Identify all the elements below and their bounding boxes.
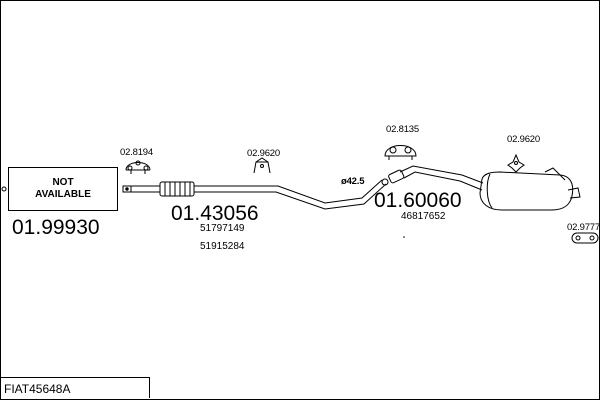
- hanger-icon-3: [384, 145, 417, 160]
- hanger-icon-5: [571, 232, 599, 244]
- hanger-icon-4: [507, 153, 525, 173]
- not-available-box: NOT AVAILABLE: [8, 167, 118, 211]
- hanger-icon-1: [125, 160, 151, 174]
- hanger-label-2: 02.9620: [247, 148, 280, 159]
- hanger-label-1: 02.8194: [120, 147, 153, 158]
- hanger-label-3: 02.8135: [386, 124, 419, 135]
- hanger-label-5: 02.9777: [567, 222, 600, 233]
- hanger-icon-2: [253, 157, 271, 174]
- reference-box: FIAT45648A: [0, 377, 150, 398]
- not-available-line-2: AVAILABLE: [35, 189, 91, 200]
- oe-number-2b: 51915284: [200, 241, 245, 252]
- rear-pipe-silencer: [381, 165, 581, 211]
- part-number-1: 01.99930: [12, 216, 100, 239]
- part-number-3: 01.60060: [374, 189, 462, 212]
- not-available-line-1: NOT: [52, 177, 74, 188]
- oe-number-3: 46817652: [401, 211, 446, 222]
- part-number-2: 01.43056: [171, 202, 259, 225]
- oe-number-2a: 51797149: [200, 223, 245, 234]
- frame-connector: [1, 186, 7, 192]
- hanger-label-4: 02.9620: [507, 134, 540, 145]
- kit-reference: FIAT45648A: [4, 382, 71, 396]
- pipe-diameter-label: ø42.5: [341, 176, 365, 187]
- front-pipe: [122, 179, 387, 210]
